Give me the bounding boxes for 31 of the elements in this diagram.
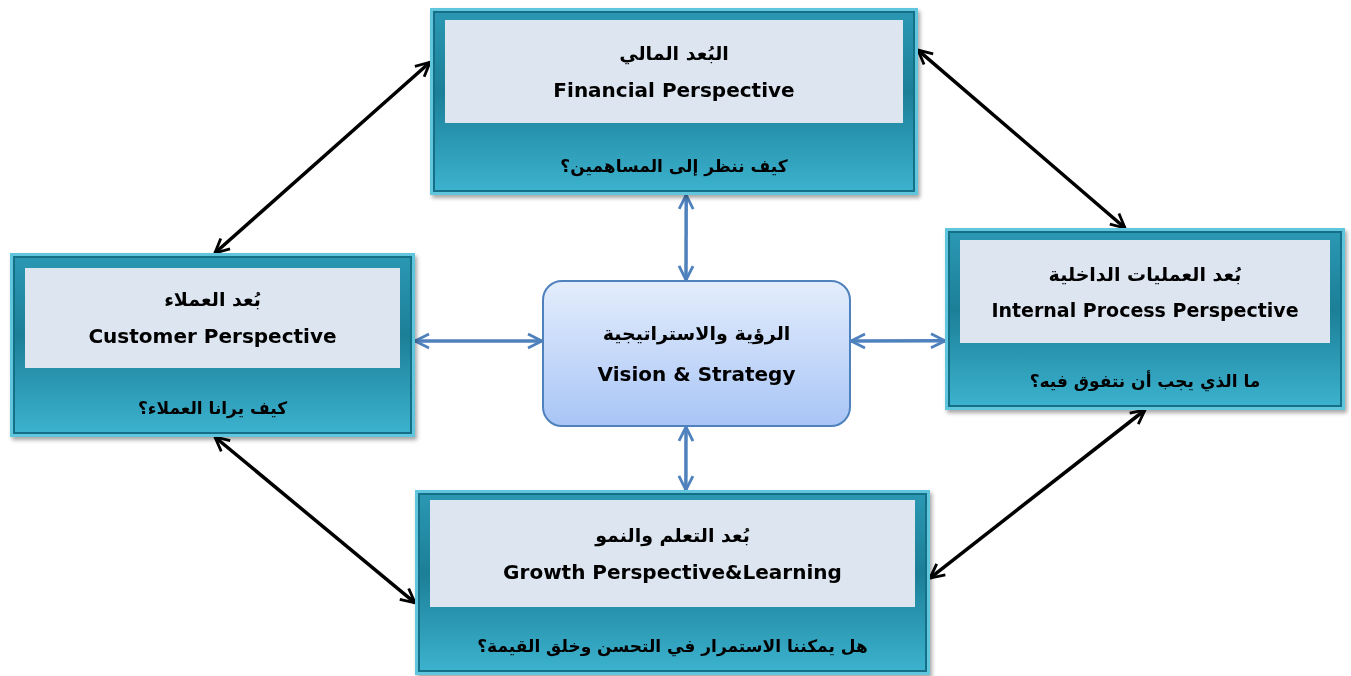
arabic-heading: بُعد التعلم والنمو bbox=[595, 523, 750, 546]
double-arrow bbox=[849, 332, 947, 350]
question-text: كيف ننظر إلى المساهمين؟ bbox=[559, 156, 789, 179]
arabic-heading: البُعد المالي bbox=[619, 41, 729, 64]
question-text: هل يمكننا الاستمرار في التحسن وخلق القيمة؟ bbox=[476, 636, 869, 659]
double-arrow bbox=[213, 435, 417, 605]
double-arrow bbox=[213, 60, 432, 255]
question-text: كيف يرانا العملاء؟ bbox=[136, 398, 289, 421]
english-heading: Internal Process Perspective bbox=[991, 298, 1299, 321]
title-panel bbox=[445, 20, 903, 123]
center-box bbox=[542, 280, 851, 427]
double-arrow bbox=[916, 48, 1127, 230]
title-panel bbox=[960, 240, 1330, 343]
perspective-box bbox=[10, 253, 415, 437]
perspective-box bbox=[945, 228, 1345, 410]
title-panel bbox=[25, 268, 400, 368]
arabic-heading: بُعد العمليات الداخلية bbox=[1048, 262, 1242, 285]
question-text: ما الذي يجب أن نتفوق فيه؟ bbox=[1028, 371, 1262, 394]
double-arrow bbox=[928, 408, 1147, 580]
perspective-box bbox=[415, 490, 930, 675]
perspective-box bbox=[430, 8, 918, 195]
arabic-heading: الرؤية والاستراتيجية bbox=[602, 321, 791, 344]
english-heading: Growth Perspective&Learning bbox=[503, 559, 842, 584]
english-heading: Customer Perspective bbox=[88, 324, 337, 348]
title-panel bbox=[430, 500, 915, 607]
english-heading: Vision & Strategy bbox=[597, 361, 796, 386]
double-arrow bbox=[677, 193, 695, 282]
english-heading: Financial Perspective bbox=[553, 77, 795, 102]
arabic-heading: بُعد العملاء bbox=[164, 288, 261, 310]
double-arrow bbox=[677, 425, 695, 492]
double-arrow bbox=[413, 332, 544, 350]
